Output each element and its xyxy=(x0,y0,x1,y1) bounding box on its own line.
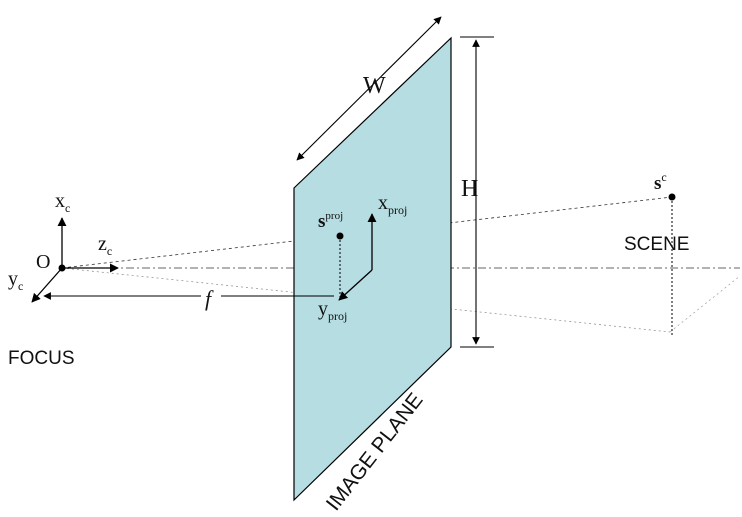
xproj-label: xproj xyxy=(378,192,407,217)
camera-frame: O xc zc yc xyxy=(8,190,119,303)
width-arrow xyxy=(296,16,442,161)
projected-point-group: sproj xproj yproj xyxy=(318,192,407,323)
focal-length-dimension: f xyxy=(43,286,334,311)
focal-length-label: f xyxy=(205,286,214,311)
yc-label: yc xyxy=(8,268,23,293)
scene-point-group: sc xyxy=(654,170,676,335)
width-dimension: W xyxy=(296,16,442,161)
projected-point xyxy=(336,232,344,240)
focus-point xyxy=(58,264,66,272)
yproj-axis xyxy=(338,269,373,301)
scene-ground-line xyxy=(669,275,741,333)
s-c-label: sc xyxy=(654,170,667,194)
height-label: H xyxy=(461,176,478,202)
focus-caption: FOCUS xyxy=(8,348,75,369)
origin-label: O xyxy=(36,251,50,273)
scene-point xyxy=(668,193,676,201)
width-label: W xyxy=(363,73,386,99)
yproj-label: yproj xyxy=(318,298,347,323)
height-dimension: H xyxy=(460,36,494,348)
s-proj-label: sproj xyxy=(318,210,343,232)
yc-axis xyxy=(31,267,63,303)
focal-label-mask xyxy=(201,286,221,308)
xc-label: xc xyxy=(55,190,70,215)
zc-label: zc xyxy=(98,233,112,258)
scene-caption: SCENE xyxy=(624,234,689,255)
